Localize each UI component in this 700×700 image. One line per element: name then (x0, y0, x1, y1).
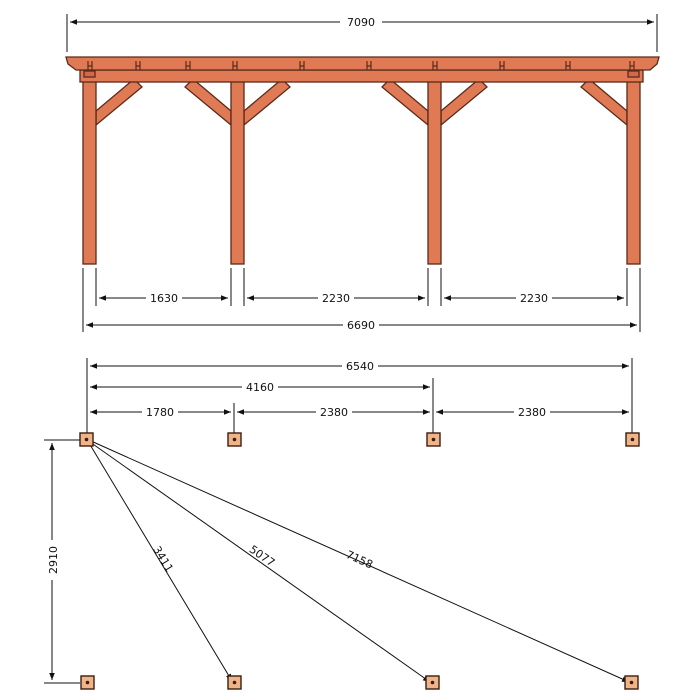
post-cap-4 (627, 70, 640, 78)
label-span-2: 2230 (322, 292, 350, 305)
footing-2 (227, 432, 242, 447)
dimension-total-roof-width: 7090 (66, 14, 658, 52)
footing-5 (80, 675, 95, 690)
joist-blocks (87, 61, 635, 70)
footings-back (80, 675, 639, 690)
label-diagonal-1: 3411 (150, 544, 176, 575)
dimension-depth: 2910 (44, 439, 80, 684)
label-to-third-post: 4160 (246, 381, 274, 394)
post-4 (626, 69, 641, 265)
footing-1 (79, 432, 94, 447)
dimension-to-third-post: 4160 (90, 378, 434, 436)
label-spacing-1: 1780 (146, 406, 174, 419)
dimension-plan-overall: 6540 (86, 358, 633, 436)
footing-8 (624, 675, 639, 690)
label-spacing-2: 2380 (320, 406, 348, 419)
label-diagonal-3: 7158 (344, 548, 375, 571)
label-post-outer-width: 6690 (347, 319, 375, 332)
label-total-roof-width: 7090 (347, 16, 375, 29)
label-spacing-3: 2380 (518, 406, 546, 419)
post-3 (427, 69, 442, 265)
footing-7 (425, 675, 440, 690)
label-span-3: 2230 (520, 292, 548, 305)
label-depth: 2910 (47, 546, 60, 574)
footing-3 (426, 432, 441, 447)
main-beam (79, 69, 644, 83)
post-2 (230, 69, 245, 265)
post-1 (82, 69, 97, 265)
dimension-spans: 1630 2230 2230 (95, 268, 628, 306)
dimension-plan-spacings: 1780 2380 2380 (90, 403, 629, 436)
footings-front (79, 432, 640, 447)
footing-4 (625, 432, 640, 447)
label-plan-overall: 6540 (346, 360, 374, 373)
footing-6 (227, 675, 242, 690)
dimension-post-outer-width: 6690 (82, 268, 641, 332)
plan-view: 6540 4160 1780 2380 2380 2910 (44, 358, 640, 690)
post-cap-1 (83, 70, 96, 78)
label-diagonal-2: 5077 (247, 543, 277, 570)
posts (82, 69, 641, 265)
roof-plate (65, 56, 660, 71)
diagonal-measurements: 3411 5077 7158 (88, 440, 630, 683)
braces (95, 78, 628, 127)
elevation-view: 7090 (65, 14, 660, 332)
label-span-1: 1630 (150, 292, 178, 305)
